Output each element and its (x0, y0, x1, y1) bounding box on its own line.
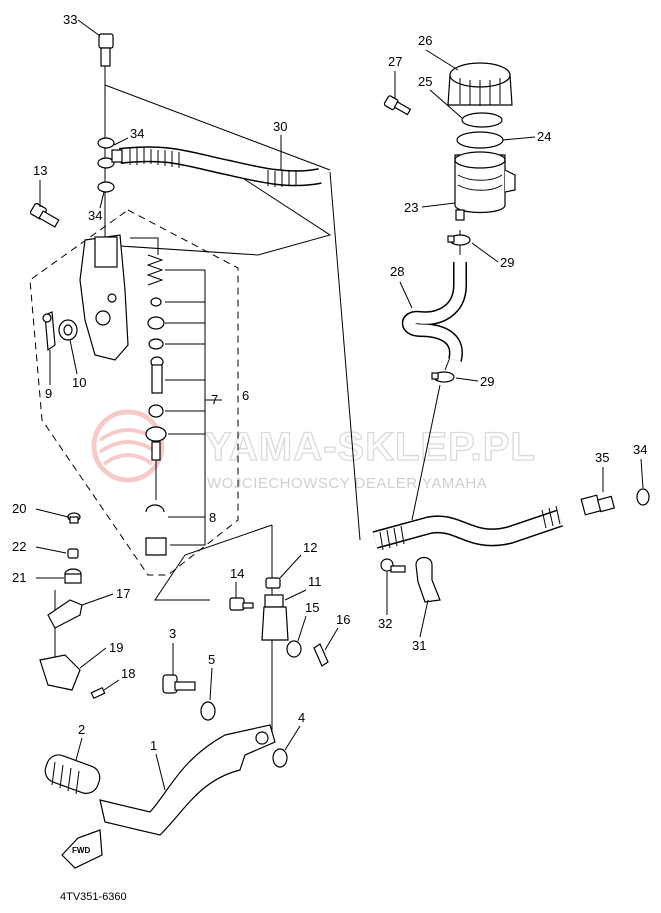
pin-14-icon (229, 597, 254, 611)
callout-24: 24 (537, 129, 551, 144)
washer-4-icon (272, 748, 288, 768)
callout-29-upper: 29 (500, 255, 514, 270)
callout-16: 16 (336, 612, 350, 627)
callout-9: 9 (45, 386, 52, 401)
callout-34-upper: 34 (130, 126, 144, 141)
kit-brackets (130, 237, 222, 546)
callout-33: 33 (63, 12, 77, 27)
callout-20: 20 (12, 501, 26, 516)
callout-7: 7 (211, 392, 218, 407)
callout-29-lower: 29 (480, 374, 494, 389)
washer-34-lower-icon (97, 181, 115, 193)
nut-20-icon (67, 512, 81, 524)
bracket-19-icon (39, 654, 81, 691)
callout-6: 6 (242, 388, 249, 403)
clamp-29-lower-icon (431, 371, 455, 383)
callout-2: 2 (78, 722, 85, 737)
plate-25-icon (461, 112, 503, 128)
master-cylinder-body-icon (79, 234, 129, 361)
brake-pedal-1-icon (99, 724, 276, 836)
diaphragm-24-icon (456, 131, 504, 149)
callout-13: 13 (33, 163, 47, 178)
pedal-rubber-2-icon (44, 754, 101, 795)
watermark-brand: YAMA-SKLEP.PL (205, 425, 536, 469)
clamp-29-upper-icon (447, 234, 471, 246)
callout-3: 3 (169, 626, 176, 641)
callout-25: 25 (418, 74, 432, 89)
callout-11: 11 (308, 574, 322, 589)
bushing-10-icon (58, 319, 78, 341)
callout-15: 15 (305, 600, 319, 615)
callout-4: 4 (298, 710, 305, 725)
hose-guide-31-icon (415, 556, 441, 603)
callout-5: 5 (208, 652, 215, 667)
callout-12: 12 (303, 540, 317, 555)
callouts: 33 34 34 30 13 9 10 6 7 8 26 25 27 24 23… (12, 12, 647, 791)
callout-28: 28 (390, 264, 404, 279)
callout-22: 22 (12, 539, 26, 554)
washer-34-right-icon (636, 488, 650, 506)
callout-18: 18 (121, 666, 135, 681)
bolt-3-icon (162, 674, 196, 694)
callout-34-right: 34 (633, 442, 647, 457)
callout-10: 10 (72, 375, 86, 390)
screw-18-icon (90, 686, 106, 700)
kit-piston-parts (145, 297, 167, 556)
bushing-21-icon (64, 568, 82, 584)
forward-arrow-icon: FWD (61, 829, 103, 869)
callout-23: 23 (404, 200, 418, 215)
callout-21: 21 (12, 570, 26, 585)
callout-1: 1 (150, 738, 157, 753)
brake-hose-lower-icon (372, 505, 563, 551)
watermark-tagline: WOJCIECHOWSCY DEALER YAMAHA (207, 475, 487, 492)
leader-lines (54, 65, 461, 735)
bolt-9-icon (42, 311, 56, 352)
diagram-code: 4TV351-6360 (60, 891, 127, 903)
screw-27-icon (383, 95, 412, 116)
callout-14: 14 (230, 566, 244, 581)
callout-32: 32 (378, 616, 392, 631)
kit-group-outline (29, 209, 239, 576)
hose-28-icon (402, 262, 467, 362)
callout-34-lower: 34 (88, 208, 102, 223)
collar-22-icon (67, 548, 79, 559)
callout-27: 27 (388, 54, 402, 69)
callout-35: 35 (595, 450, 609, 465)
callout-8: 8 (209, 510, 216, 525)
callout-19: 19 (109, 640, 123, 655)
washer-34-upper-icon (97, 137, 115, 169)
brake-hose-30-icon (111, 146, 322, 187)
watermark: YAMA-SKLEP.PL WOJCIECHOWSCY DEALER YAMAH… (91, 409, 536, 492)
callout-31: 31 (412, 638, 426, 653)
spring-icon (146, 254, 164, 286)
callout-26: 26 (418, 33, 432, 48)
callout-30: 30 (273, 119, 287, 134)
reservoir-23-icon (454, 151, 516, 221)
washer-5-icon (200, 701, 216, 721)
clevis-11-icon (261, 594, 289, 641)
forward-label: FWD (72, 846, 90, 855)
hose-fitting-35-icon (580, 494, 616, 516)
bolt-13-icon (29, 202, 60, 228)
cap-26-icon (447, 62, 513, 106)
collar-12-icon (265, 577, 281, 589)
bolt-33-icon (98, 33, 114, 67)
callout-17: 17 (116, 586, 130, 601)
bracket-17-icon (47, 599, 83, 629)
washer-15-icon (286, 640, 302, 658)
bolt-32-icon (380, 558, 406, 573)
cotter-pin-16-icon (313, 643, 329, 667)
